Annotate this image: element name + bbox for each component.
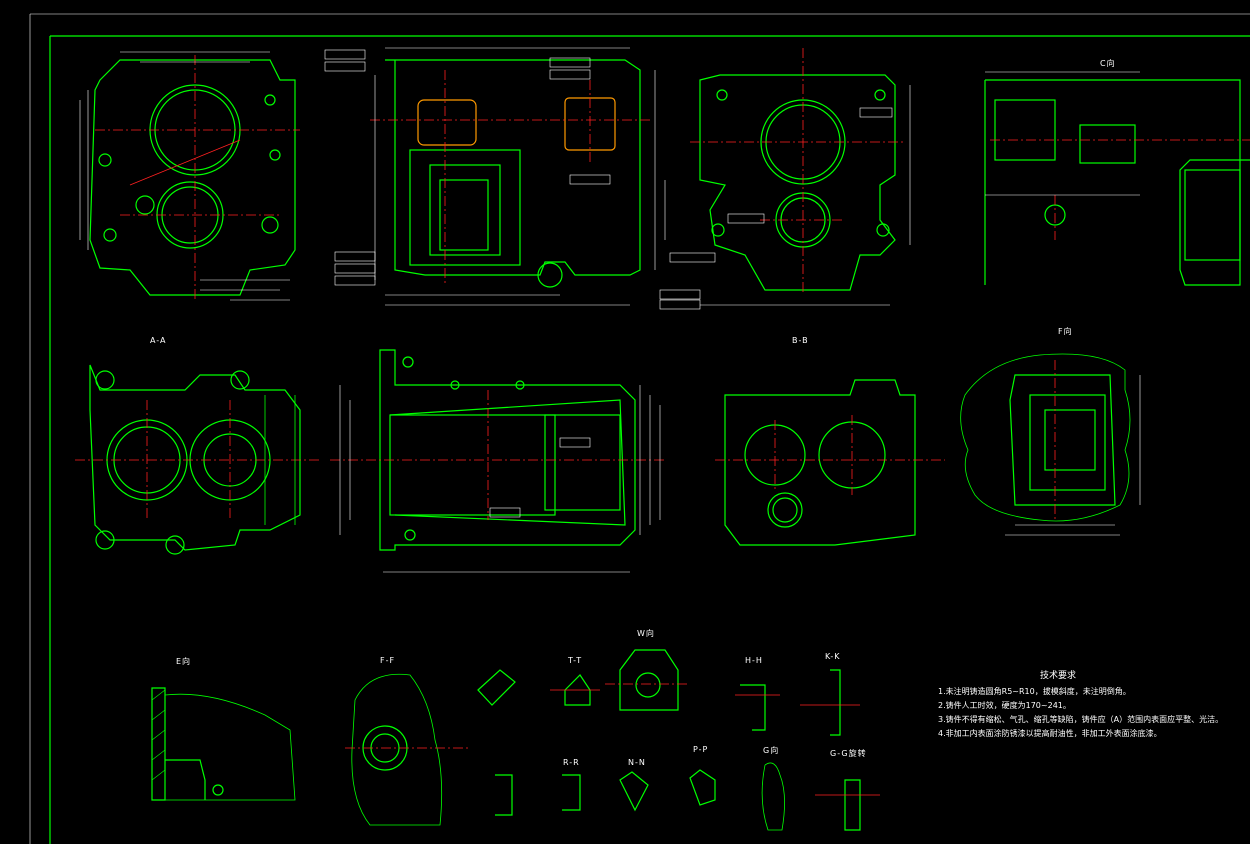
tech-req-title: 技术要求 [1039, 671, 1076, 681]
view-label-n-n: N-N [628, 758, 646, 767]
view-label-f-f: F-F [380, 656, 396, 665]
view-label-e: E向 [176, 657, 192, 666]
section-f-f [345, 673, 470, 826]
side-view-top-middle [324, 47, 716, 310]
tech-req-item-3: 3.铸件不得有缩松、气孔、缩孔等缺陷，铸件应（A）范围内表面应平整、光洁。 [938, 715, 1224, 724]
view-label-w: W向 [637, 629, 655, 638]
section-b-b [715, 379, 945, 546]
longitudinal-section [330, 349, 665, 573]
view-label-r-r: R-R [563, 758, 580, 767]
view-label-a-a: A-A [150, 336, 167, 345]
sheet-border [29, 13, 1250, 844]
technical-requirements: 技术要求 1.未注明铸造圆角R5~R10，拔模斜度，未注明倒角。 2.铸件人工时… [938, 669, 1223, 741]
view-label-g: G向 [763, 746, 780, 755]
view-label-h-h: H-H [745, 656, 763, 665]
view-label-f: F向 [1058, 327, 1073, 336]
view-label-p-p: P-P [693, 745, 709, 754]
view-label-b-b: B-B [792, 336, 809, 345]
tech-req-item-1: 1.未注明铸造圆角R5~R10，拔模斜度，未注明倒角。 [938, 687, 1131, 696]
f-view [960, 353, 1141, 536]
detail-views [477, 649, 880, 831]
section-a-a [75, 364, 320, 555]
e-view [151, 687, 296, 801]
view-label-g-g: G-G旋转 [830, 749, 867, 758]
view-label-k-k: K-K [825, 652, 841, 661]
tech-req-item-4: 4.非加工内表面涂防锈漆以提高耐油性，非加工外表面涂底漆。 [938, 729, 1162, 738]
end-view-top-right [690, 48, 911, 306]
view-label-c: C向 [1100, 59, 1116, 68]
c-view [984, 71, 1250, 286]
tech-req-item-2: 2.铸件人工时效，硬度为170~241。 [938, 701, 1071, 710]
view-label-t-t: T-T [568, 656, 583, 665]
front-view-top-left [79, 51, 300, 301]
